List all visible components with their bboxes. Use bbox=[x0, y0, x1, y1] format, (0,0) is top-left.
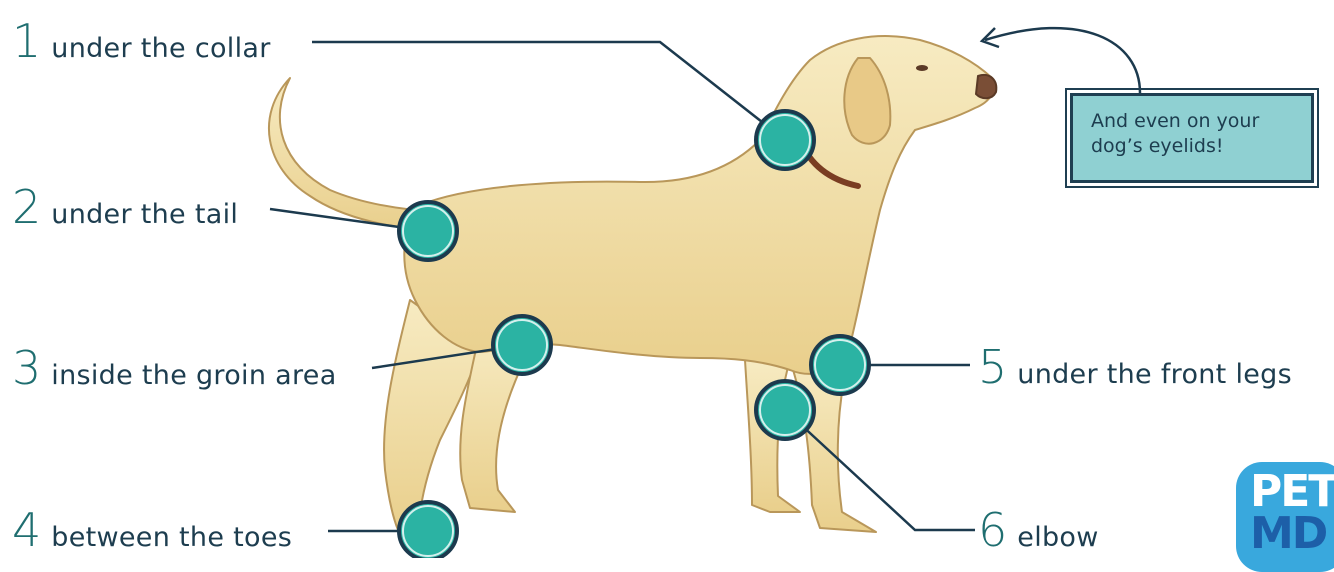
marker-5-front-legs bbox=[811, 336, 869, 394]
label-text: under the tail bbox=[51, 201, 238, 228]
marker-1-under-collar bbox=[756, 111, 814, 169]
label-number: 2 bbox=[12, 184, 41, 230]
label-number: 4 bbox=[12, 507, 41, 553]
petmd-logo: PET MD bbox=[1236, 462, 1334, 572]
dog-illustration bbox=[0, 0, 1334, 558]
label-number: 3 bbox=[12, 345, 41, 391]
callout-text: And even on your dog’s eyelids! bbox=[1091, 109, 1301, 159]
marker-3-groin bbox=[493, 316, 551, 374]
label-under-collar: 1 under the collar bbox=[12, 18, 271, 64]
logo-text-line2: MD bbox=[1250, 508, 1326, 559]
eyelids-callout: And even on your dog’s eyelids! bbox=[1070, 93, 1314, 183]
callout-pointer bbox=[985, 28, 1140, 93]
label-toes: 4 between the toes bbox=[12, 507, 292, 553]
dog-torso bbox=[404, 36, 994, 374]
label-groin: 3 inside the groin area bbox=[12, 345, 337, 391]
label-text: elbow bbox=[1017, 524, 1098, 551]
label-under-tail: 2 under the tail bbox=[12, 184, 238, 230]
label-text: inside the groin area bbox=[51, 362, 336, 389]
label-number: 6 bbox=[978, 507, 1007, 553]
label-text: under the front legs bbox=[1017, 361, 1292, 388]
marker-4-toes bbox=[399, 502, 457, 558]
marker-2-under-tail bbox=[399, 202, 457, 260]
label-number: 1 bbox=[12, 18, 41, 64]
label-number: 5 bbox=[978, 344, 1007, 390]
label-elbow: 6 elbow bbox=[978, 507, 1099, 553]
marker-6-elbow bbox=[756, 381, 814, 439]
label-text: between the toes bbox=[51, 524, 292, 551]
label-text: under the collar bbox=[51, 35, 270, 62]
leader-line-1 bbox=[312, 42, 785, 140]
label-front-legs: 5 under the front legs bbox=[978, 344, 1292, 390]
dog-eye bbox=[916, 65, 928, 71]
dog-nose bbox=[976, 75, 996, 98]
dog-body bbox=[269, 36, 996, 532]
